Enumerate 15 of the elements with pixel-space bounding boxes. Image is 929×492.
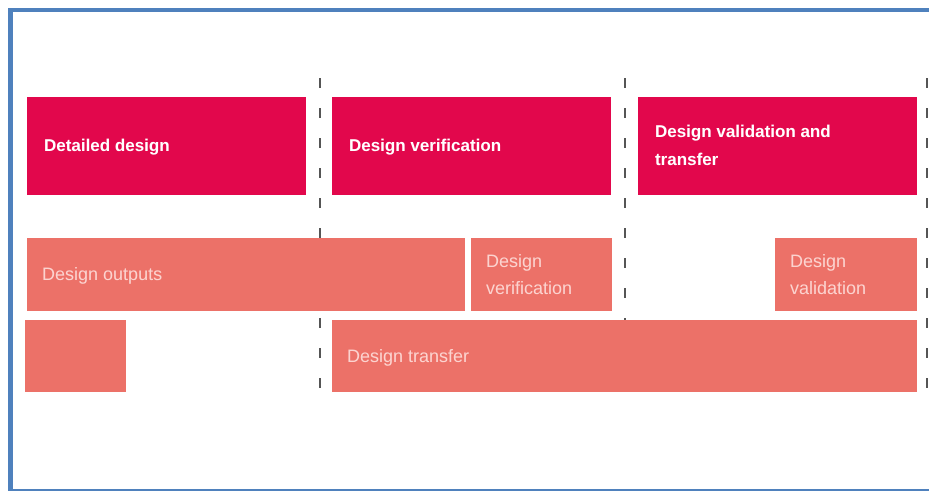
activity-bar xyxy=(27,238,465,311)
activity-bar xyxy=(25,320,126,392)
phase-box xyxy=(27,97,306,195)
activity-label: Design verification xyxy=(486,250,574,300)
phase-title: Design verification xyxy=(349,135,502,157)
activity-bar xyxy=(332,320,917,392)
activity-label: Design transfer xyxy=(347,344,470,368)
phase-title: Detailed design xyxy=(44,135,171,157)
activity-label: Design outputs xyxy=(42,263,164,286)
phase-box xyxy=(638,97,917,195)
phase-title: Design validation and transfer xyxy=(655,121,832,171)
activity-label: Design validation xyxy=(790,250,868,300)
phase-box xyxy=(332,97,611,195)
activity-bar xyxy=(775,238,917,311)
activity-bar xyxy=(471,238,612,311)
